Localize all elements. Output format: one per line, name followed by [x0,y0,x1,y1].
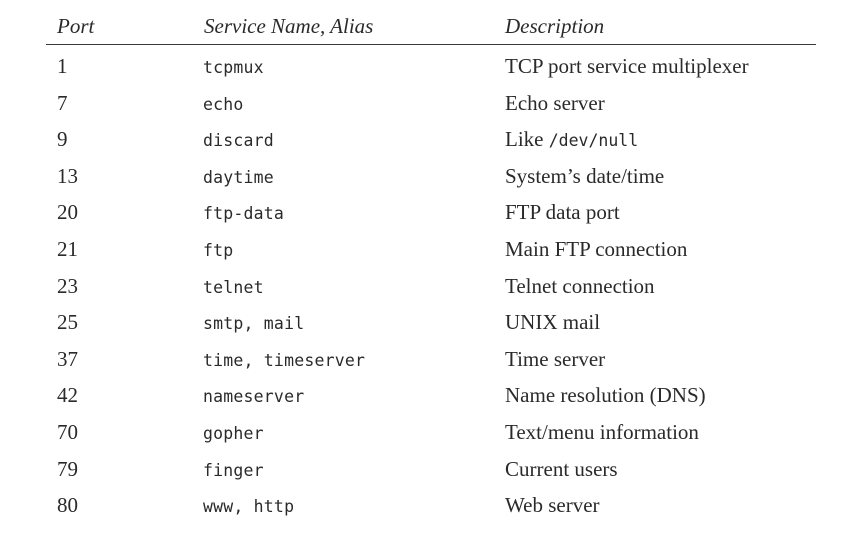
service-name: gopher [203,423,264,443]
description-text: Current users [505,456,618,481]
table-row: 23 telnet Telnet connection [0,268,855,305]
table-row: 7 echo Echo server [0,85,855,122]
port-number: 13 [57,163,78,188]
port-number: 21 [57,236,78,261]
description-text: Name resolution (DNS) [505,383,706,408]
description-text: Like [505,127,549,152]
service-name: ftp-data [203,204,285,224]
description-text: Echo server [505,90,605,115]
description-text: System’s date/time [505,163,665,188]
port-number: 42 [57,383,78,408]
description-text: Main FTP connection [505,236,688,261]
service-name: ftp [203,240,234,260]
port-number: 1 [57,54,68,78]
port-number: 7 [57,90,68,115]
service-description: Web server [505,493,600,518]
port-number: 25 [57,310,78,335]
header-service-name-alias: Service Name, Alias [204,14,374,38]
service-description: UNIX mail [505,310,600,335]
service-name: telnet [203,277,264,297]
service-description: Time server [505,347,605,372]
table-row: 21 ftp Main FTP connection [0,231,855,268]
service-name: nameserver [203,387,305,407]
table-header-row: Port Service Name, Alias Description [0,14,855,42]
service-description: System’s date/time [505,164,664,189]
header-rule [46,44,816,45]
table-row: 9 discard Like /dev/null [0,121,855,158]
service-description: TCP port service multiplexer [505,54,749,79]
service-name: finger [203,460,264,480]
table-row: 1 tcpmux TCP port service multiplexer [0,48,855,85]
table-row: 13 daytime System’s date/time [0,158,855,195]
port-number: 80 [57,493,78,518]
service-description: Telnet connection [505,274,655,299]
header-description: Description [505,14,605,38]
service-description: Name resolution (DNS) [505,383,706,408]
service-name: discard [203,131,274,151]
description-text: UNIX mail [505,310,601,335]
service-description: Like /dev/null [505,127,638,152]
port-number: 37 [57,346,78,371]
service-description: Echo server [505,91,605,116]
description-text: Time server [505,346,606,371]
service-name: echo [203,94,244,114]
service-description: Main FTP connection [505,237,687,262]
description-code: /dev/null [548,131,639,151]
service-description: FTP data port [505,200,620,225]
service-name: time, timeserver [203,350,366,370]
port-number: 23 [57,273,78,298]
port-number: 70 [57,419,78,444]
table-row: 37 time, timeserver Time server [0,341,855,378]
service-description: Text/menu information [505,420,699,445]
table-row: 80 www, http Web server [0,487,855,524]
description-text: Web server [505,493,600,518]
table-body: 1 tcpmux TCP port service multiplexer 7 echo… [0,48,855,524]
service-name: smtp, mail [203,314,305,334]
header-port: Port [57,14,95,38]
service-description: Current users [505,457,618,482]
table-row: 20 ftp-data FTP data port [0,194,855,231]
port-number: 9 [57,127,68,152]
service-name: www, http [203,497,295,517]
description-text: Telnet connection [505,273,655,298]
table-row: 79 finger Current users [0,451,855,488]
table-row: 25 smtp, mail UNIX mail [0,304,855,341]
table-row: 70 gopher Text/menu information [0,414,855,451]
port-number: 79 [57,456,78,481]
description-text: FTP data port [505,200,620,225]
description-text: Text/menu information [505,419,699,444]
service-name: daytime [203,167,274,187]
service-name: tcpmux [203,58,264,77]
description-text: TCP port service multiplexer [505,54,749,78]
port-number: 20 [57,200,78,225]
table-row: 42 nameserver Name resolution (DNS) [0,377,855,414]
